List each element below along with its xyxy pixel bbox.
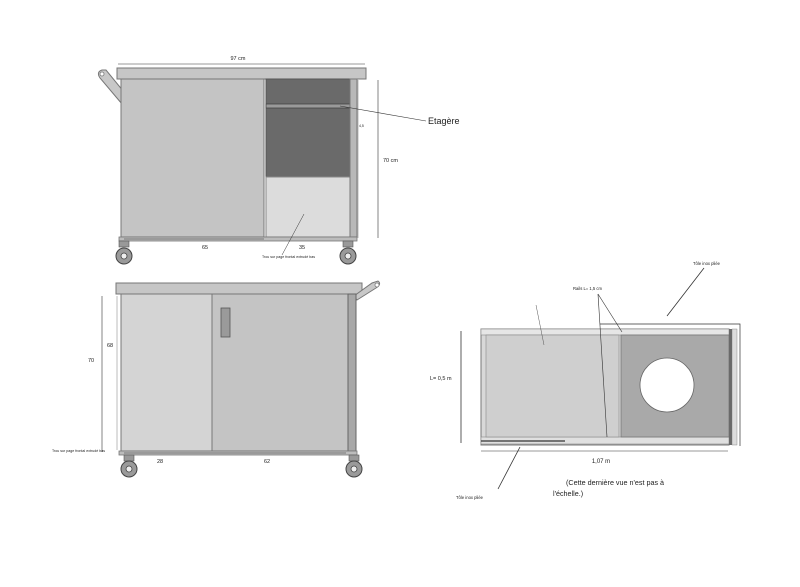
bent-sheet-outline bbox=[600, 323, 741, 446]
sheet-label-bottom: Tôle inox pliée bbox=[456, 495, 484, 500]
rail-leader-3 bbox=[535, 304, 545, 346]
worktop bbox=[116, 67, 367, 80]
height-label: 70 cm bbox=[383, 158, 398, 164]
scale-note-line2: l'échelle.) bbox=[553, 489, 583, 498]
sheet-top-leader bbox=[666, 267, 705, 317]
rail-leader-2 bbox=[597, 293, 608, 438]
caster-right bbox=[345, 454, 363, 478]
top-rail bbox=[480, 328, 730, 336]
edge-strip bbox=[731, 328, 738, 446]
shelf-leader-line bbox=[339, 105, 427, 122]
edge-bar bbox=[729, 329, 732, 445]
right-width-label: 35 bbox=[299, 245, 305, 251]
top-view: Tôle inox pliée Rails L= 1,5 cm L= 0,5 m… bbox=[430, 261, 741, 500]
lower-drawer bbox=[265, 176, 351, 238]
sheet-label-top: Tôle inox pliée bbox=[693, 261, 721, 266]
total-height-label: 70 bbox=[88, 358, 94, 364]
rail-label: Rails L= 1,5 cm bbox=[573, 286, 602, 291]
side-note: Trou sur page frontal extrudé bas bbox=[52, 449, 105, 453]
shelf-callout: Etagère bbox=[428, 116, 460, 126]
left-panel bbox=[120, 293, 213, 452]
sheet-bottom-leader bbox=[497, 446, 521, 490]
handle-hole bbox=[374, 282, 380, 288]
side-post bbox=[347, 293, 357, 452]
caster-right bbox=[339, 240, 357, 265]
left-width-label: 28 bbox=[157, 459, 163, 465]
handle-hole bbox=[99, 71, 105, 77]
rail-leader-1 bbox=[597, 293, 623, 333]
scale-note-line1: (Cette dernière vue n'est pas à bbox=[566, 478, 664, 487]
cart-handle bbox=[353, 280, 381, 301]
open-compartment bbox=[265, 78, 351, 178]
caster-left bbox=[115, 240, 133, 265]
main-door bbox=[211, 293, 349, 452]
length-label: 1,07 m bbox=[592, 459, 610, 465]
side-post bbox=[349, 78, 358, 238]
inner-height-label: 68 bbox=[107, 343, 113, 349]
small-height-label: 4,5 bbox=[359, 124, 364, 128]
sliding-panel bbox=[485, 334, 620, 438]
basin-hole bbox=[639, 357, 695, 413]
left-width-label: 65 bbox=[202, 245, 208, 251]
note-leader-line bbox=[281, 213, 305, 256]
right-width-label: 62 bbox=[264, 459, 270, 465]
worktop bbox=[115, 282, 363, 295]
depth-label: L= 0,5 m bbox=[430, 376, 452, 382]
cart-handle bbox=[97, 69, 125, 106]
left-door-panel bbox=[120, 78, 265, 238]
width-label: 97 cm bbox=[231, 56, 246, 62]
back-view: 70 68 28 62 Trou sur page frontal extrud… bbox=[52, 280, 381, 478]
door-handle bbox=[220, 307, 231, 338]
caster-left bbox=[120, 454, 138, 478]
front-view: 97 cm 70 cm 4,5 65 35 Etagère Trou sur p… bbox=[97, 56, 460, 265]
shelf bbox=[265, 103, 351, 109]
bottom-note: Trou sur page frontal extrudé bas bbox=[262, 255, 315, 259]
